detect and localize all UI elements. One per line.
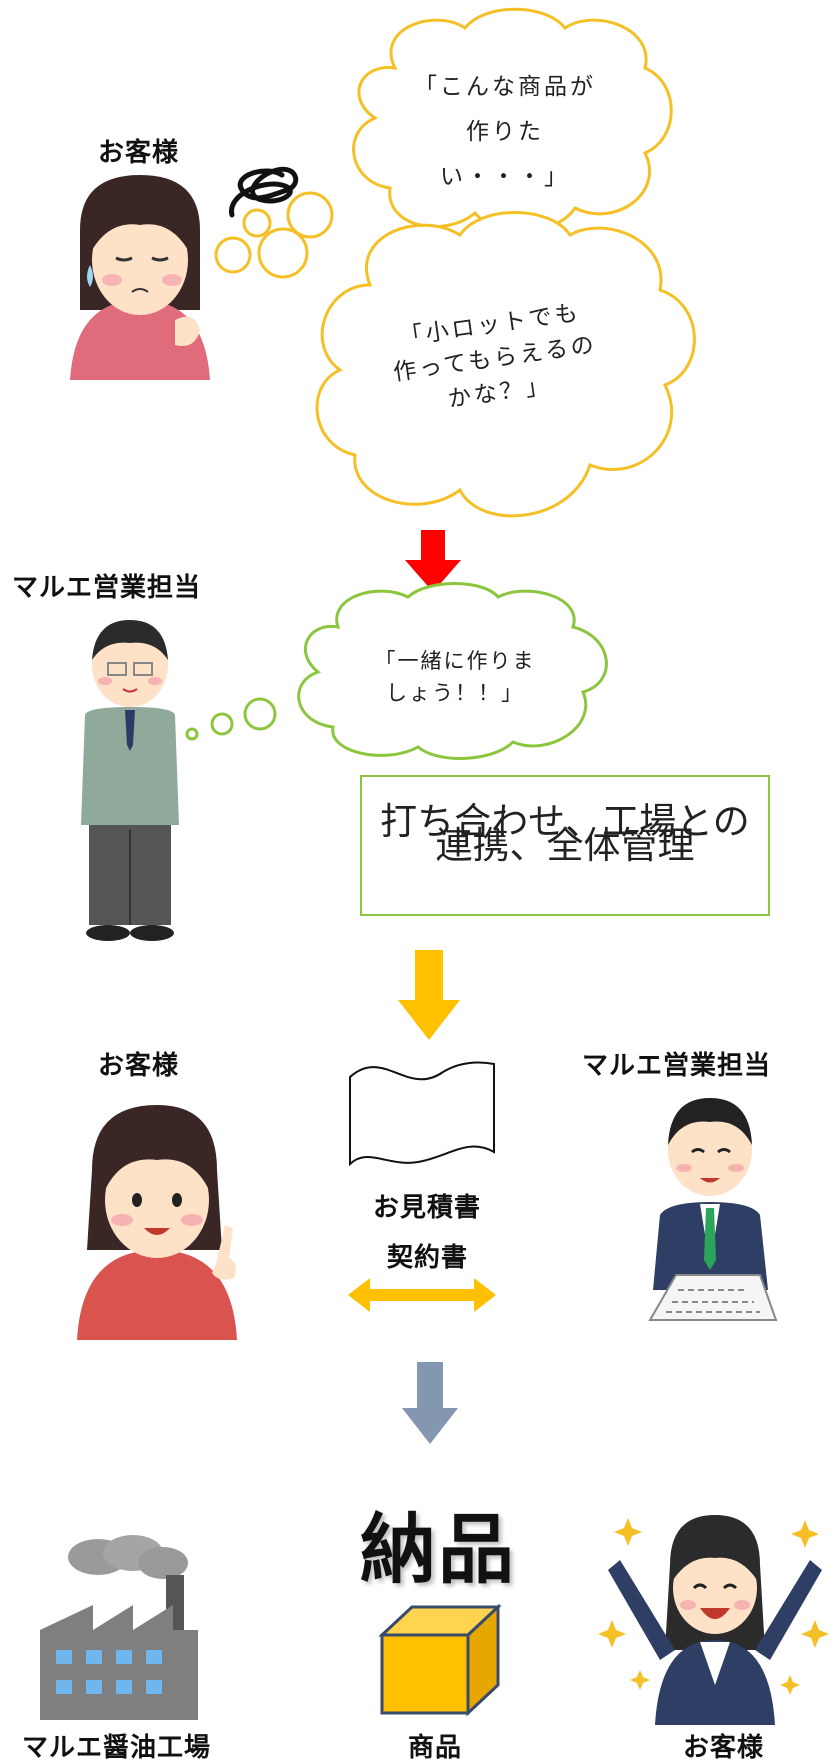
sales-rep-illustration [81, 620, 179, 941]
sales-rep-desk-illustration [648, 1098, 778, 1321]
sales-label-top: マルエ営業担当 [12, 573, 202, 603]
document-icon [349, 1061, 495, 1167]
factory-illustration [40, 1535, 198, 1720]
customer-label-top: お客様 [98, 138, 180, 168]
scribble-icon [229, 166, 299, 218]
factory-label: マルエ醤油工場 [22, 1733, 212, 1763]
thought-cloud-1 [352, 7, 673, 233]
happy-customer-illustration [598, 1515, 829, 1725]
explaining-customer-illustration [77, 1105, 237, 1340]
thought-dots-green [185, 697, 277, 741]
task-box: 打ち合わせ、工場との 連携、全体管理 [360, 775, 770, 916]
customer-label-bottom: お客様 [683, 1733, 765, 1763]
arrow-down-red [405, 530, 461, 592]
sales-label-middle: マルエ営業担当 [582, 1051, 772, 1081]
thought-cloud-1-text: 「こんな商品が 作りた い・・・」 [385, 65, 625, 200]
customer-label-middle: お客様 [98, 1051, 180, 1081]
thought-cloud-3 [297, 582, 608, 760]
thought-cloud-3-text: 「一緒に作りま しょう！！」 [345, 645, 565, 709]
estimate-label: お見積書 [373, 1193, 482, 1223]
thought-1-line-3: い・・・」 [440, 164, 570, 190]
contract-label: 契約書 [387, 1243, 469, 1273]
product-label: 商品 [408, 1733, 463, 1763]
thought-3-line-1: 「一緒に作りま [374, 649, 536, 673]
thought-3-line-2: しょう！！」 [386, 681, 524, 705]
thought-cloud-2 [315, 211, 696, 518]
task-box-line-1: 打ち合わせ、工場との [380, 800, 750, 843]
product-box-icon [378, 1603, 502, 1717]
delivery-title: 納品 [360, 1505, 516, 1594]
thought-1-line-2: 作りた [466, 119, 544, 145]
arrow-down-gray [402, 1362, 458, 1444]
arrow-down-gold [398, 950, 460, 1040]
thought-1-line-1: 「こんな商品が [414, 74, 596, 100]
task-box-line-2: 連携、全体管理 [435, 824, 695, 867]
worried-customer-illustration [70, 175, 210, 380]
double-arrow-gold [348, 1278, 496, 1312]
thought-dots-yellow [214, 191, 334, 279]
